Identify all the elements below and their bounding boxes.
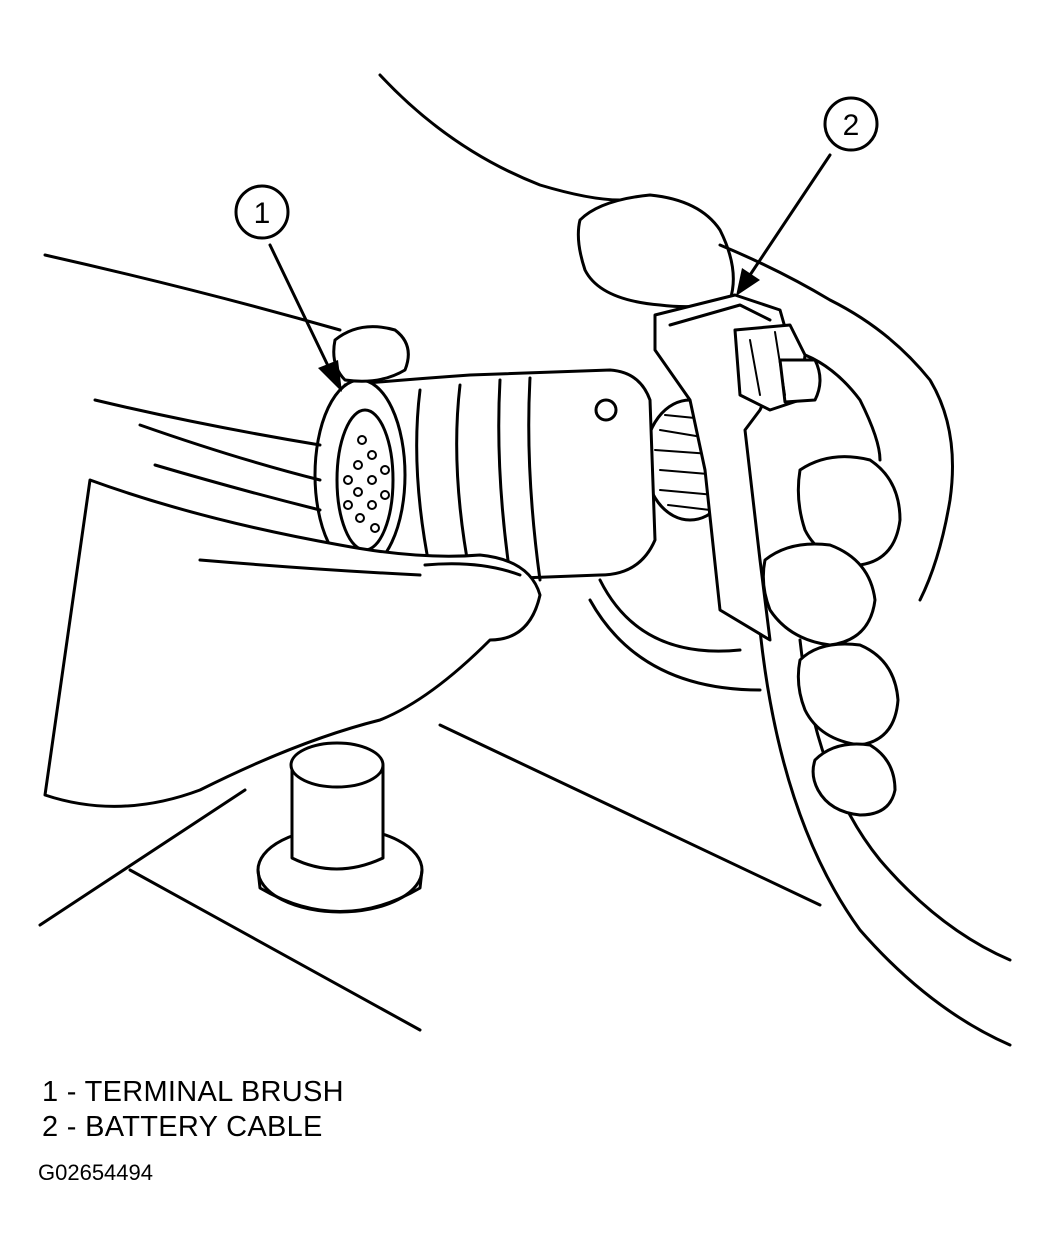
right-hand — [378, 73, 954, 817]
cable-terminal-clamp — [653, 293, 822, 642]
legend: 1 - TERMINAL BRUSH 2 - BATTERY CABLE — [42, 1075, 344, 1145]
callout-2-number: 2 — [843, 109, 860, 142]
battery-outline — [38, 723, 822, 1032]
terminal-brush-illustration: 1 2 — [38, 73, 1012, 1047]
legend-item-battery-cable: 2 - BATTERY CABLE — [42, 1111, 323, 1143]
left-hand — [43, 253, 542, 808]
callout-1-number: 1 — [254, 197, 271, 230]
figure-id: G02654494 — [38, 1160, 153, 1185]
battery-cable-wire — [588, 578, 1012, 1047]
callout-1: 1 — [234, 184, 342, 392]
battery-post — [256, 741, 424, 914]
terminal-brush-tool — [313, 368, 657, 583]
legend-item-terminal-brush: 1 - TERMINAL BRUSH — [42, 1076, 344, 1108]
callout-2: 2 — [736, 96, 879, 296]
